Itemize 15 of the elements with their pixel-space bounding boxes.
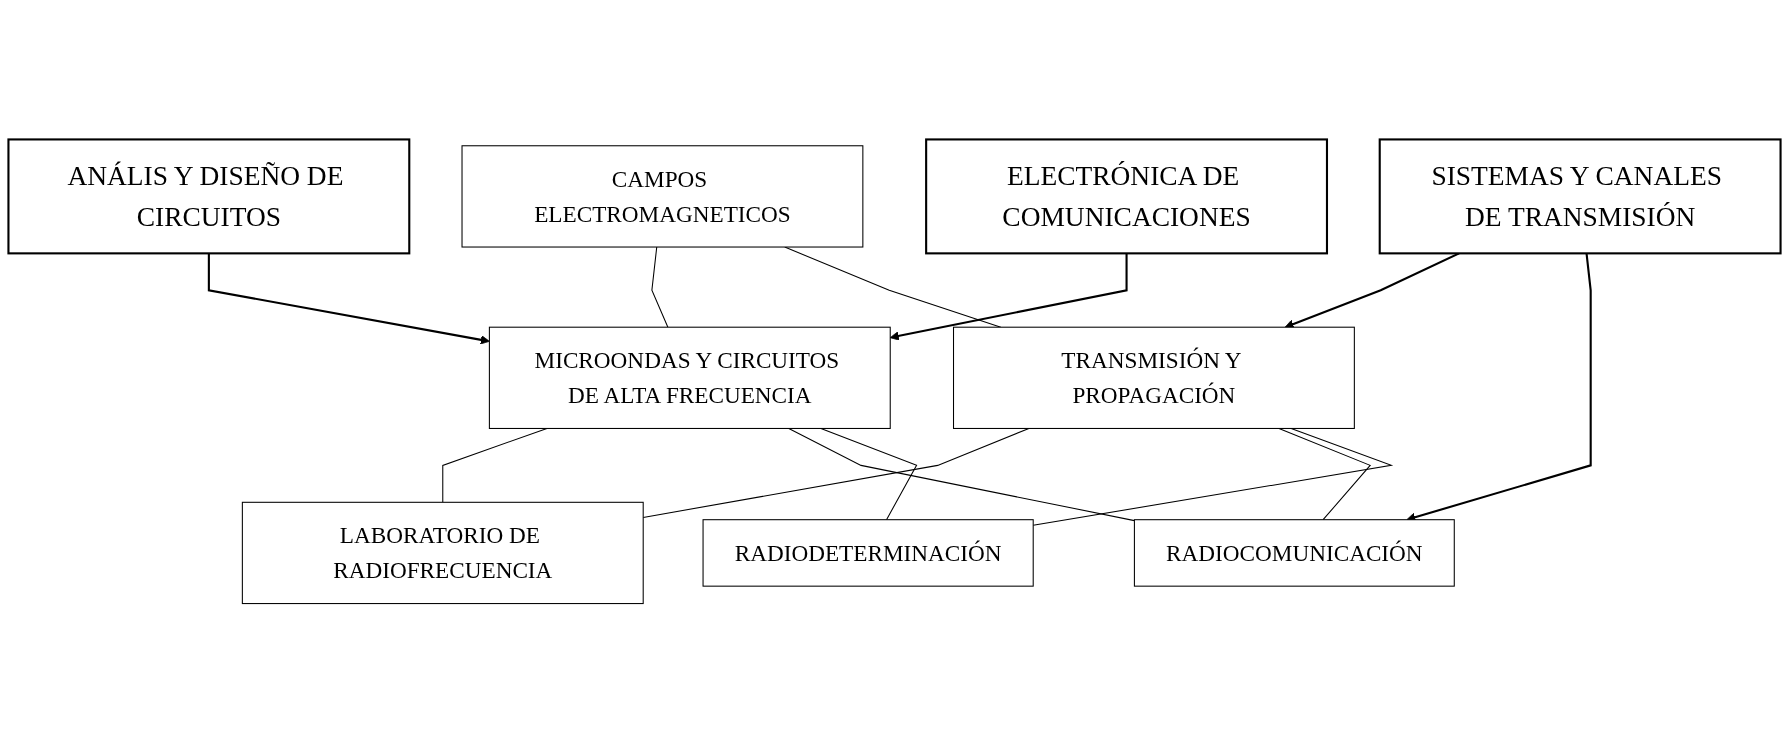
connector	[1278, 427, 1372, 520]
node-box: LABORATORIO DE RADIOFRECUENCIA	[241, 501, 644, 604]
node-box: ANÁLIS Y DISEÑO DE CIRCUITOS	[7, 137, 411, 254]
node-box: SISTEMAS Y CANALES DE TRANSMISIÓN	[1378, 137, 1782, 254]
connector	[820, 427, 918, 520]
node-box: CAMPOS ELECTROMAGNETICOS	[461, 144, 864, 248]
arrow	[207, 252, 490, 344]
connector	[651, 246, 669, 328]
connector	[442, 427, 548, 503]
node-box: RADIODETERMINACIÓN	[702, 518, 1034, 587]
node-box: RADIOCOMUNICACIÓN	[1133, 518, 1455, 587]
connector	[788, 427, 1135, 521]
node-box: MICROONDAS Y CIRCUITOS DE ALTA FRECUENCIA	[488, 326, 891, 429]
node-box: TRANSMISIÓN Y PROPAGACIÓN	[953, 326, 1355, 429]
node-box: ELECTRÓNICA DE COMUNICACIONES	[925, 137, 1329, 254]
